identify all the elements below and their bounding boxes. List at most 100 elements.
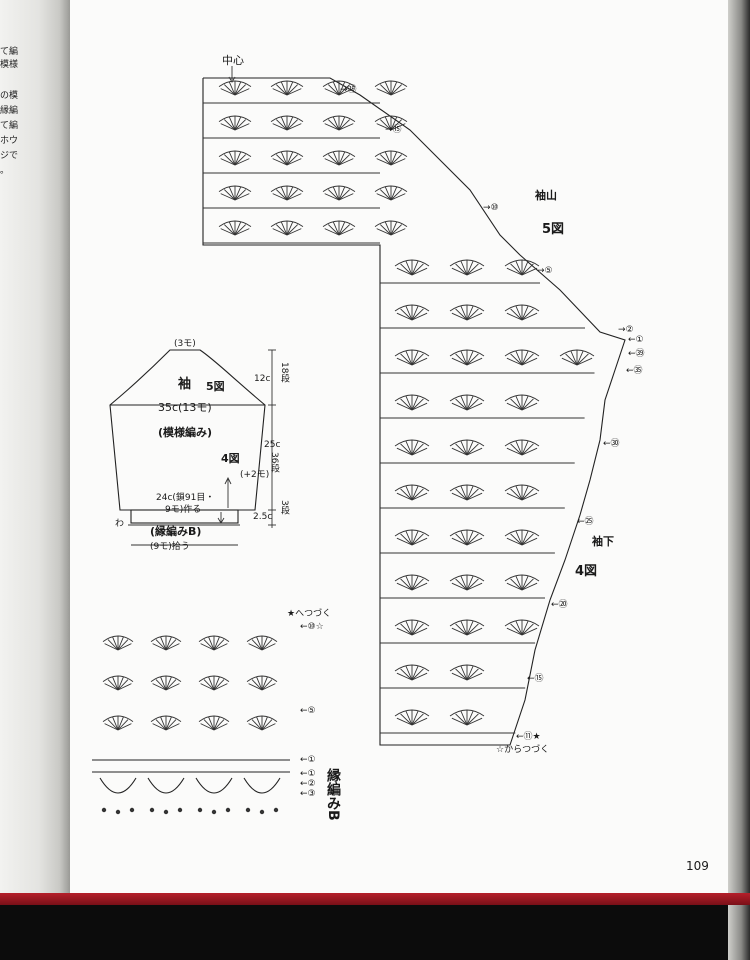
- stitch-fan-arc: [374, 150, 408, 157]
- row-marker: ←⑳: [551, 600, 568, 610]
- row-marker: →⑤: [537, 266, 553, 276]
- stitch-fan-stroke: [390, 189, 403, 201]
- stitch-fan-stroke: [411, 672, 428, 681]
- stitch-fan-stroke: [405, 440, 413, 456]
- stitch-fan-arc: [504, 574, 540, 582]
- picot-dot: [225, 807, 231, 813]
- row-marker: →⑲: [340, 85, 357, 95]
- direction-arrow-head: [224, 476, 232, 485]
- row-marker: ←⑪★: [516, 732, 541, 742]
- stitch-fan-stroke: [248, 643, 263, 651]
- stitch-fan-arc: [504, 484, 540, 492]
- stitch-fan-stroke: [405, 350, 413, 366]
- stitch-fan-stroke: [104, 683, 119, 691]
- stitch-fan-arc: [102, 715, 134, 722]
- stitch-fan-stroke: [521, 578, 534, 591]
- stitch-fan-stroke: [338, 116, 346, 131]
- stitch-fan-stroke: [405, 710, 413, 726]
- stitch-fan-stroke: [261, 723, 276, 731]
- stitch-fan-arc: [504, 619, 540, 627]
- stitch-fan-stroke: [280, 221, 288, 236]
- stitch-fan-stroke: [521, 357, 538, 366]
- stitch-fan-stroke: [338, 81, 346, 96]
- stitch-fan-stroke: [506, 267, 523, 276]
- schematic-bottom-pickup: (9モ)拾う: [150, 542, 190, 552]
- stitch-fan-arc: [504, 349, 540, 357]
- stitch-fan-stroke: [390, 228, 406, 236]
- stitch-fan-arc: [449, 484, 485, 492]
- stitch-fan-stroke: [208, 716, 215, 731]
- stitch-fan-stroke: [152, 723, 167, 731]
- stitch-fan-stroke: [220, 158, 236, 166]
- stitch-fan-stroke: [165, 723, 180, 731]
- stitch-fan-stroke: [390, 186, 398, 201]
- stitch-fan-stroke: [455, 263, 468, 276]
- stitch-fan-stroke: [460, 440, 468, 456]
- stitch-fan-stroke: [152, 683, 167, 691]
- stitch-fan-stroke: [521, 530, 529, 546]
- stitch-fan-stroke: [213, 639, 225, 651]
- stitch-fan-arc: [270, 220, 304, 227]
- stitch-fan-stroke: [400, 353, 413, 366]
- center-label: 中心: [222, 54, 244, 67]
- stitch-fan-stroke: [400, 578, 413, 591]
- stitch-fan-arc: [394, 349, 430, 357]
- page-edge: [728, 0, 750, 960]
- stitch-fan-stroke: [521, 263, 534, 276]
- stitch-fan-stroke: [203, 719, 215, 731]
- stitch-fan-arc: [374, 185, 408, 192]
- border-b-scallops: [99, 777, 281, 815]
- stitch-fan-stroke: [411, 717, 428, 726]
- picot-dot: [197, 807, 203, 813]
- stitch-fan-stroke: [338, 193, 354, 201]
- stitch-fan-arc: [394, 574, 430, 582]
- stitch-fan-stroke: [286, 116, 294, 131]
- stitch-fan-stroke: [466, 357, 483, 366]
- stitch-fan-stroke: [405, 485, 413, 501]
- stitch-fan-stroke: [261, 636, 268, 651]
- stitch-fan-stroke: [213, 643, 228, 651]
- stitch-fan-stroke: [223, 154, 236, 166]
- border-rows: 3段: [279, 500, 289, 515]
- stitch-fan-stroke: [521, 402, 538, 411]
- stitch-fan-stroke: [324, 228, 340, 236]
- row-marker: ←⑩☆: [300, 622, 324, 632]
- row-marker: ←③: [300, 789, 316, 799]
- stitch-fan-stroke: [411, 533, 424, 546]
- border-arrow-head: [217, 517, 225, 524]
- stitch-fan-stroke: [455, 533, 468, 546]
- stitch-fan-stroke: [521, 537, 538, 546]
- stitch-fan-stroke: [451, 717, 468, 726]
- stitch-fan-arc: [246, 715, 278, 722]
- stitch-fan-stroke: [411, 443, 424, 456]
- stitch-fan-stroke: [280, 116, 288, 131]
- stitch-fan-stroke: [272, 158, 288, 166]
- stitch-fan-arc: [449, 529, 485, 537]
- stitch-fan-stroke: [234, 221, 242, 236]
- stitch-fan-arc: [218, 185, 252, 192]
- stitch-fan-stroke: [261, 639, 273, 651]
- stitch-fan-stroke: [576, 357, 593, 366]
- stitch-fan-stroke: [117, 643, 132, 651]
- stitch-fan-stroke: [107, 639, 119, 651]
- stitch-fan-stroke: [396, 447, 413, 456]
- schematic-body-figure: 4図: [221, 452, 240, 465]
- stitch-fan-stroke: [200, 683, 215, 691]
- stitch-fan-arc: [218, 220, 252, 227]
- border-chart-label: 縁編みB: [325, 768, 341, 821]
- stitch-fan-stroke: [275, 119, 288, 131]
- stitch-fan-stroke: [466, 308, 479, 321]
- stitch-fan-stroke: [466, 260, 474, 276]
- stitch-fan-stroke: [117, 679, 129, 691]
- stitch-fan-stroke: [455, 353, 468, 366]
- stitch-fan-stroke: [466, 530, 474, 546]
- stitch-fan-stroke: [411, 582, 428, 591]
- stitch-fan-stroke: [466, 537, 483, 546]
- stitch-fan-stroke: [411, 492, 428, 501]
- stitch-fan-stroke: [396, 537, 413, 546]
- stitch-fan-stroke: [515, 395, 523, 411]
- stitch-fan-stroke: [396, 402, 413, 411]
- stitch-fan-arc: [198, 675, 230, 682]
- stitch-fan-stroke: [411, 398, 424, 411]
- sleeve-chart-stitches: [218, 80, 595, 726]
